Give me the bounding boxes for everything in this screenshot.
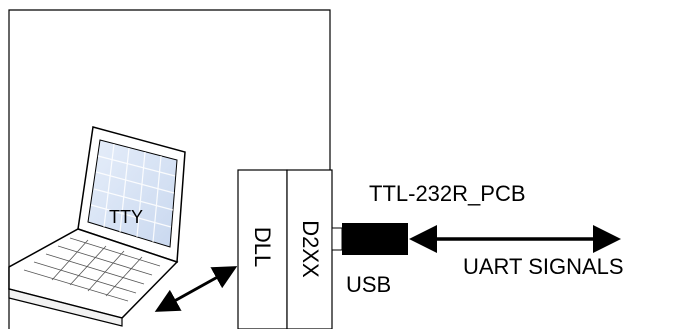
dll-label: DLL bbox=[250, 226, 275, 268]
uart-signals-label: UART SIGNALS bbox=[463, 254, 624, 279]
cable-label: TTL-232R_PCB bbox=[369, 181, 526, 206]
usb-label: USB bbox=[346, 272, 392, 297]
usb-connector bbox=[342, 223, 408, 255]
laptop-icon bbox=[8, 126, 186, 327]
d2xx-label: D2XX bbox=[298, 220, 323, 278]
usb-plug-tip bbox=[331, 227, 343, 251]
d2xx-box bbox=[286, 169, 333, 329]
laptop-dll-arrow bbox=[154, 266, 238, 312]
screen-label: TTY bbox=[109, 207, 143, 227]
